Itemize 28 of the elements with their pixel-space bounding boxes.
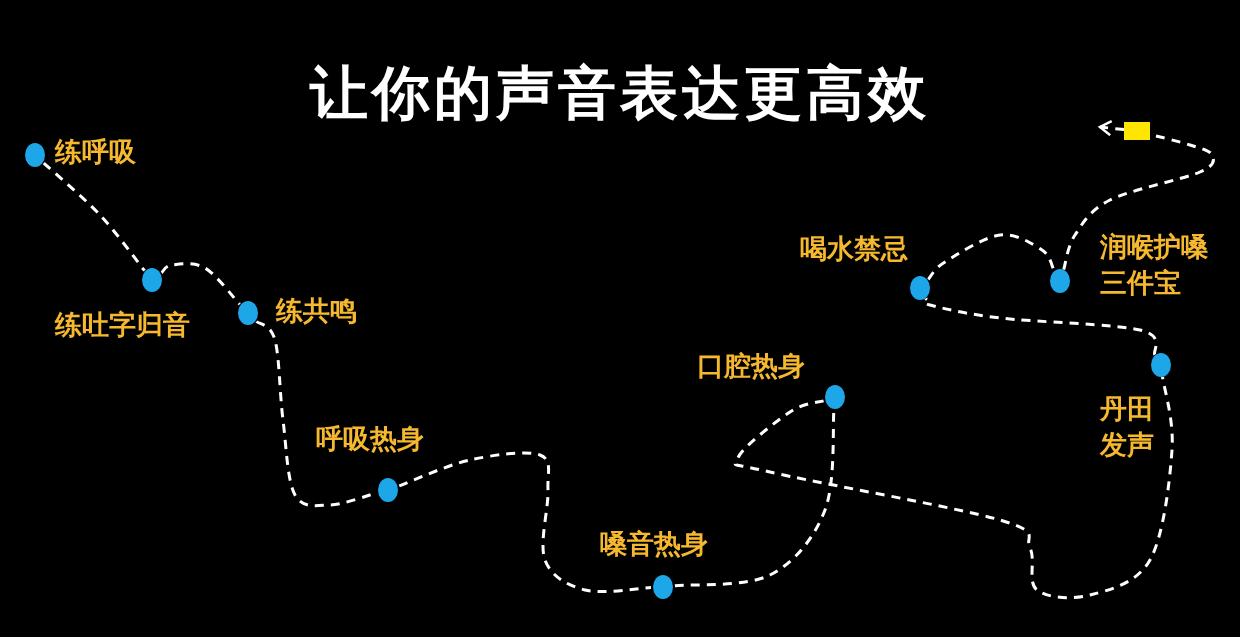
step-label: 练呼吸: [55, 135, 137, 169]
step-label: 练吐字归音: [55, 308, 191, 342]
step-label: 呼吸热身: [316, 422, 425, 456]
path-dot: [378, 478, 398, 502]
dashed-path: [398, 451, 652, 594]
path-dot: [238, 301, 258, 325]
dashed-path: [1062, 132, 1215, 270]
dashed-path: [160, 262, 241, 306]
path-dot: [653, 575, 673, 599]
path-dot: [142, 268, 162, 292]
dashed-path: [922, 297, 1158, 355]
path-dot: [1151, 353, 1171, 377]
dashed-path: [735, 376, 1174, 600]
step-label: 口腔热身: [697, 349, 806, 383]
path-dot: [825, 385, 845, 409]
step-label: 润喉护嗓三件宝: [1100, 230, 1209, 300]
step-label: 嗓音热身: [600, 527, 709, 561]
marker-box: [1124, 122, 1150, 140]
step-label: 丹田发声: [1100, 392, 1155, 462]
step-label: 练共鸣: [276, 294, 358, 328]
title: 让你的声音表达更高效: [308, 58, 931, 129]
dashed-path: [42, 162, 146, 272]
path-dot: [1050, 269, 1070, 293]
step-label: 喝水禁忌: [800, 232, 909, 266]
dashed-path: [927, 233, 1056, 281]
arrow: [1098, 119, 1125, 137]
path-dot: [910, 276, 930, 300]
path-dot: [25, 143, 45, 167]
